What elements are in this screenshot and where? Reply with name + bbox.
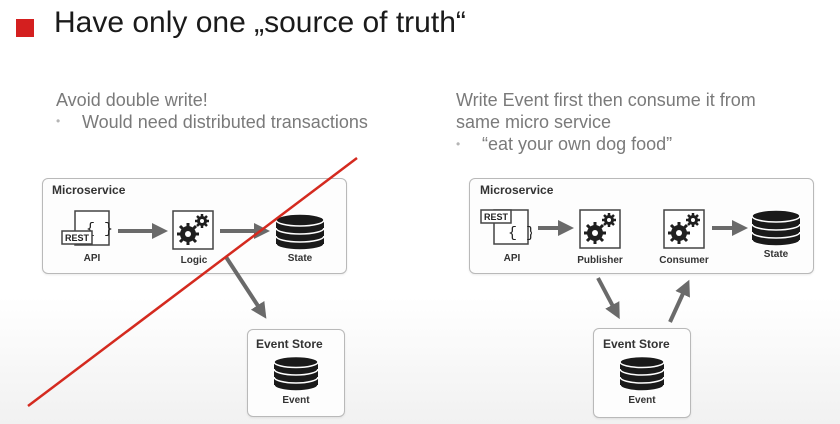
rest-api-icon: { } REST <box>61 210 113 246</box>
right-event-label: Event <box>628 395 656 406</box>
rest-api-icon: { } REST <box>480 209 532 245</box>
right-microservice-title: Microservice <box>480 183 554 197</box>
left-bullet: Would need distributed transactions <box>82 112 368 132</box>
square-bullet-icon <box>16 19 34 37</box>
right-state-label: State <box>763 249 789 260</box>
left-microservice-title: Microservice <box>52 183 126 197</box>
gears-icon <box>579 209 621 249</box>
left-state-label: State <box>287 253 313 264</box>
database-icon <box>619 355 665 392</box>
slide-title: Have only one „source of truth“ <box>54 6 466 39</box>
left-logic-label: Logic <box>180 255 208 266</box>
left-api-label: API <box>83 253 101 264</box>
bullet-dot-icon: • <box>56 114 61 128</box>
gears-icon <box>172 210 214 250</box>
right-publisher-label: Publisher <box>577 255 623 266</box>
database-icon <box>751 209 801 247</box>
database-icon <box>273 355 319 392</box>
arrow-eventstore-to-consumer <box>668 279 690 323</box>
gears-icon <box>663 209 705 249</box>
database-icon <box>275 213 325 251</box>
arrow-logic-to-eventstore <box>224 255 267 319</box>
right-bullet: “eat your own dog food” <box>482 134 673 154</box>
right-event-store-title: Event Store <box>603 337 670 351</box>
left-event-store-title: Event Store <box>256 337 323 351</box>
red-strike-line <box>27 157 358 407</box>
rest-tag: REST <box>484 212 509 222</box>
right-api-label: API <box>503 253 521 264</box>
bullet-dot-icon: • <box>456 137 461 151</box>
left-heading: Avoid double write! <box>56 90 208 110</box>
right-consumer-label: Consumer <box>659 255 709 266</box>
rest-tag: REST <box>65 233 90 243</box>
svg-text:{ }: { } <box>508 225 532 242</box>
right-heading-line1: Write Event first then consume it from <box>456 90 756 110</box>
arrow-publisher-to-eventstore <box>596 277 620 320</box>
right-heading-line2: same micro service <box>456 112 612 132</box>
left-event-label: Event <box>282 395 310 406</box>
